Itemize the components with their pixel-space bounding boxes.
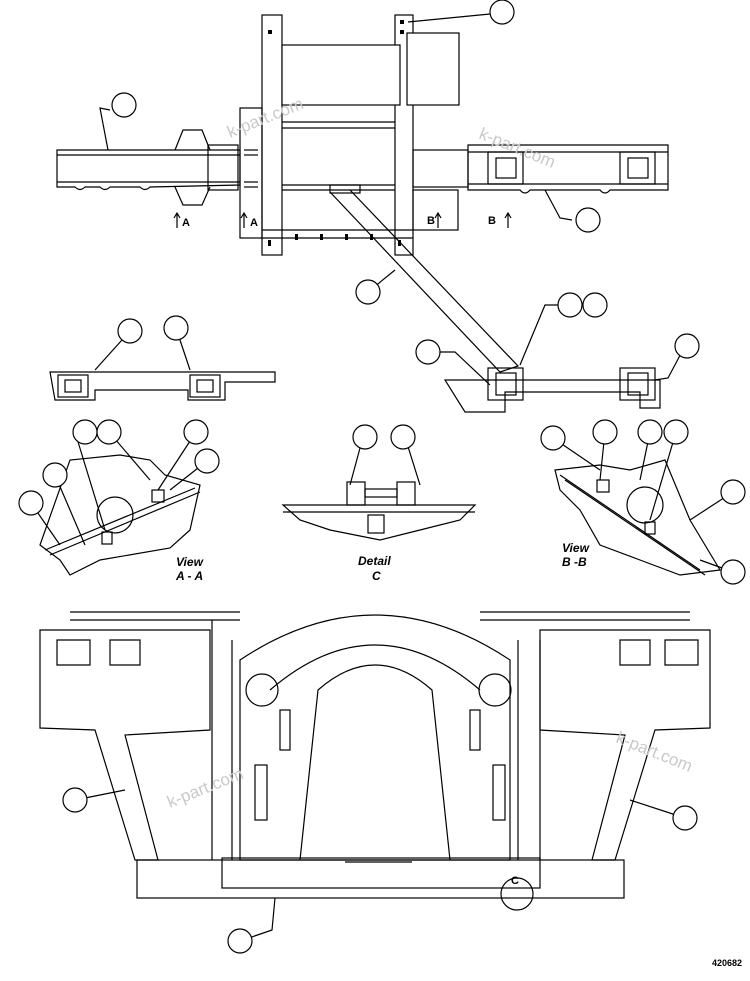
watermark-top-left: k-part.com [224, 94, 306, 142]
front-view: C [39, 611, 711, 911]
watermark-bottom-right: k-part.com [614, 728, 696, 776]
section-marker-b-left: B [427, 215, 435, 227]
watermark-top-right: k-part.com [477, 124, 559, 172]
view-aa: View A - A [39, 454, 204, 583]
view-bb-subtitle: B -B [562, 555, 587, 569]
watermarks: k-part.com k-part.com k-part.com k-part.… [164, 94, 695, 812]
detail-c-marker: C [511, 875, 519, 887]
drawing-code: 420682 [712, 958, 742, 968]
view-aa-subtitle: A - A [175, 569, 203, 583]
callouts [18, 0, 746, 954]
bracket-parts [49, 367, 661, 413]
detail-c-subtitle: C [372, 569, 381, 583]
section-marker-a-left: A [182, 217, 190, 229]
section-marker-a-right: A [250, 217, 258, 229]
detail-c-title: Detail [358, 554, 391, 568]
watermark-bottom-left: k-part.com [164, 764, 246, 812]
top-plan-view: A A B B [56, 14, 669, 373]
view-aa-title: View [176, 555, 204, 569]
section-marker-b-right: B [488, 215, 496, 227]
view-bb-title: View [562, 541, 590, 555]
detail-c: Detail C [281, 481, 477, 583]
view-bb: View B -B [554, 459, 721, 576]
